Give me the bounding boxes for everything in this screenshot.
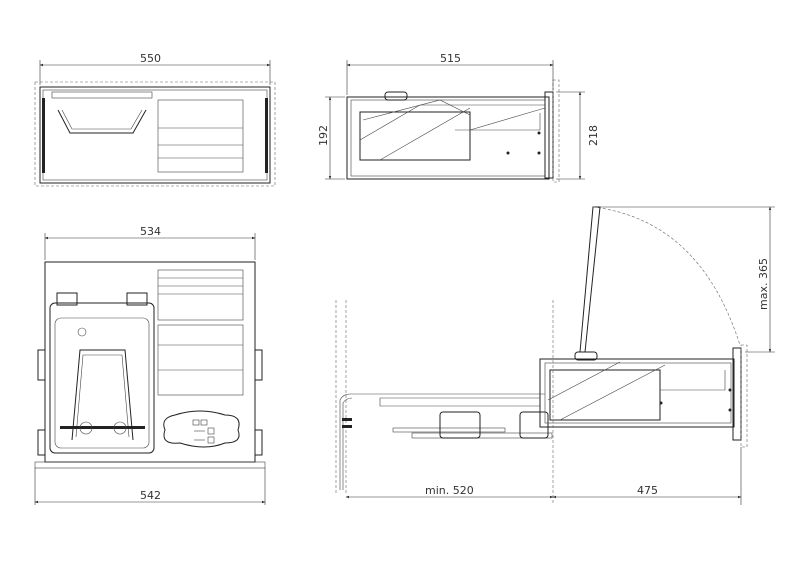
dim-side-height-body: 192 xyxy=(317,125,330,146)
dim-side-length: 515 xyxy=(440,52,461,65)
dim-drawer-depth: 475 xyxy=(637,484,658,497)
dim-min-install-depth: min. 520 xyxy=(425,484,474,497)
side-view: 515 192 218 xyxy=(317,52,600,183)
front-view: 550 xyxy=(34,52,276,187)
dim-side-height-total: 218 xyxy=(587,125,600,146)
top-view: 534 542 xyxy=(34,225,266,505)
dim-top-width: 534 xyxy=(140,225,161,238)
dim-top-base-width: 542 xyxy=(140,489,161,502)
installed-view: max. 365 min. 520 475 xyxy=(335,206,775,505)
control-panel xyxy=(163,410,240,448)
dim-lid-open-height: max. 365 xyxy=(757,258,770,310)
dim-front-width: 550 xyxy=(140,52,161,65)
